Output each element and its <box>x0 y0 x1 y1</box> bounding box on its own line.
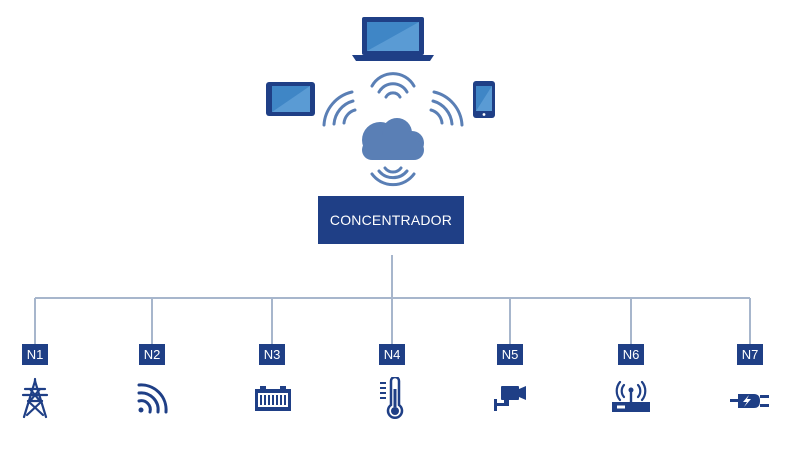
wifi-signal-bottom-icon <box>370 166 416 187</box>
tablet-icon <box>266 82 315 116</box>
router-icon <box>612 380 650 412</box>
wireless-signal-icon <box>137 383 168 414</box>
node-label-text: N5 <box>501 347 519 362</box>
battery-icon <box>255 386 291 411</box>
node-label-text: N1 <box>26 347 44 362</box>
power-plug-icon <box>730 394 769 408</box>
node-label-text: N6 <box>622 347 640 362</box>
node-label-n6: N6 <box>618 344 644 365</box>
wifi-signal-top-icon <box>370 72 416 99</box>
smartphone-icon <box>473 81 495 118</box>
node-label-n4: N4 <box>379 344 405 365</box>
node-label-n1: N1 <box>22 344 48 365</box>
node-label-n7: N7 <box>737 344 763 365</box>
power-tower-icon <box>21 377 49 419</box>
security-camera-icon <box>494 386 526 411</box>
node-label-n5: N5 <box>497 344 523 365</box>
concentrator-label: CONCENTRADOR <box>329 212 453 228</box>
node-label-text: N7 <box>741 347 759 362</box>
node-label-text: N2 <box>143 347 161 362</box>
node-label-text: N3 <box>263 347 281 362</box>
wifi-signal-left-icon <box>322 90 357 127</box>
laptop-icon <box>352 17 434 61</box>
node-label-n3: N3 <box>259 344 285 365</box>
thermometer-icon <box>380 377 404 419</box>
node-label-text: N4 <box>383 347 401 362</box>
connection-lines <box>34 255 751 344</box>
wifi-signal-right-icon <box>429 90 464 127</box>
concentrator-box: CONCENTRADOR <box>318 196 464 244</box>
node-label-n2: N2 <box>139 344 165 365</box>
cloud-icon <box>362 118 424 160</box>
